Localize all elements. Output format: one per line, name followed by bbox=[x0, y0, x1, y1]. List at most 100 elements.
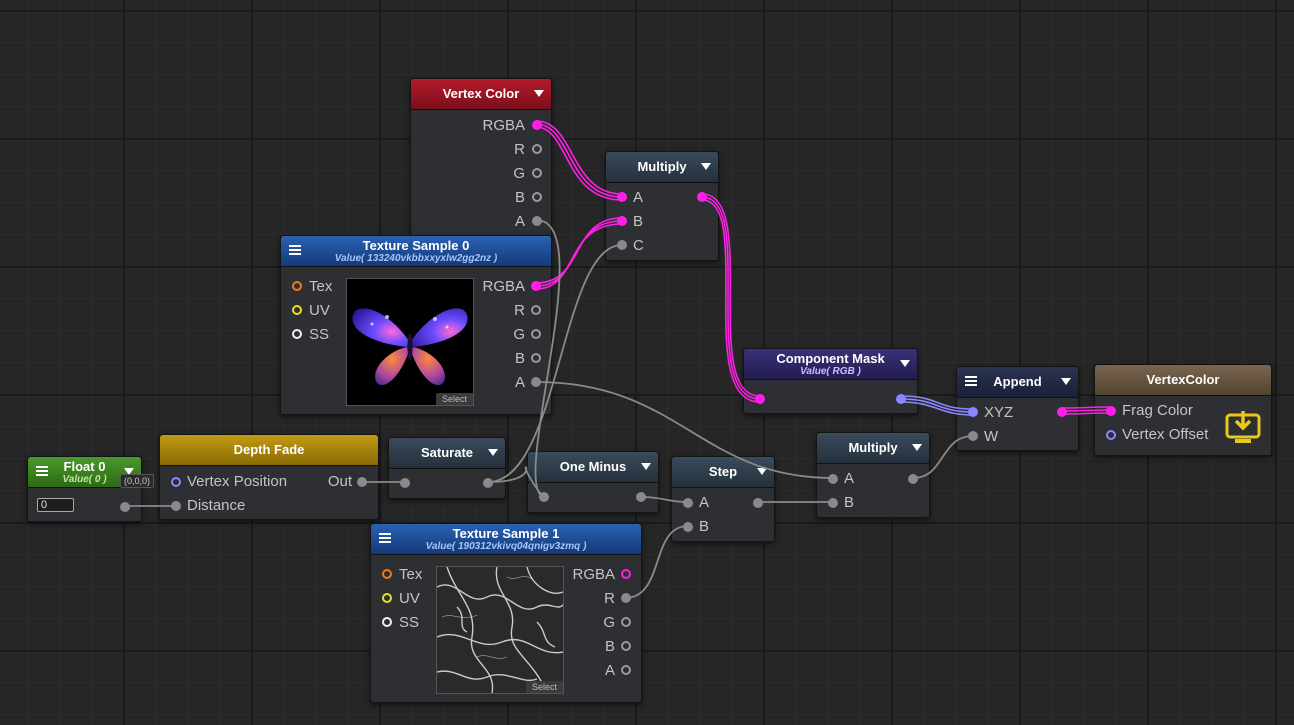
input-port-ss[interactable] bbox=[292, 329, 302, 339]
output-port-rgba[interactable] bbox=[621, 569, 631, 579]
port-label: RGBA bbox=[572, 566, 615, 583]
port-label: A bbox=[514, 213, 525, 230]
dropdown-arrow-icon[interactable] bbox=[912, 444, 922, 451]
input-port-xyz[interactable] bbox=[968, 407, 978, 417]
output-port[interactable] bbox=[483, 478, 493, 488]
output-port-a[interactable] bbox=[531, 377, 541, 387]
output-port[interactable] bbox=[697, 192, 707, 202]
output-port[interactable] bbox=[896, 394, 906, 404]
output-port-r[interactable] bbox=[532, 144, 542, 154]
dropdown-arrow-icon[interactable] bbox=[534, 90, 544, 97]
node-header[interactable]: Vertex Color bbox=[411, 79, 551, 110]
noise-texture-image bbox=[437, 567, 563, 693]
node-header[interactable]: One Minus bbox=[528, 452, 658, 483]
node-texture-sample-1[interactable]: Texture Sample 1 Value( 190312vkivq04qni… bbox=[370, 523, 642, 703]
dropdown-arrow-icon[interactable] bbox=[488, 449, 498, 456]
node-header[interactable]: Float 0 Value( 0 ) bbox=[28, 457, 141, 488]
output-port[interactable] bbox=[357, 477, 367, 487]
port-label: SS bbox=[309, 326, 330, 343]
input-port-a[interactable] bbox=[617, 192, 627, 202]
input-port-vertex-position[interactable] bbox=[171, 477, 181, 487]
select-texture-button[interactable]: Select bbox=[525, 681, 563, 693]
node-header[interactable]: Depth Fade bbox=[160, 435, 378, 466]
node-header[interactable]: Saturate bbox=[389, 438, 505, 469]
input-port-vertex-offset[interactable] bbox=[1106, 430, 1116, 440]
node-header[interactable]: Step bbox=[672, 457, 774, 488]
master-output-icon bbox=[1225, 411, 1261, 443]
output-port-a[interactable] bbox=[532, 216, 542, 226]
input-port-ss[interactable] bbox=[382, 617, 392, 627]
select-texture-button[interactable]: Select bbox=[435, 393, 473, 405]
node-append[interactable]: Append XYZ W bbox=[956, 366, 1079, 451]
texture-preview-butterfly[interactable]: Select bbox=[346, 278, 474, 406]
output-port-b[interactable] bbox=[621, 641, 631, 651]
input-port[interactable] bbox=[400, 478, 410, 488]
input-port-uv[interactable] bbox=[382, 593, 392, 603]
output-port[interactable] bbox=[1057, 407, 1067, 417]
input-port[interactable] bbox=[539, 492, 549, 502]
output-port-b[interactable] bbox=[531, 353, 541, 363]
node-vertex-color[interactable]: Vertex Color RGBA R G B A bbox=[410, 78, 552, 238]
texture-preview-noise[interactable]: Select bbox=[436, 566, 564, 694]
node-one-minus[interactable]: One Minus bbox=[527, 451, 659, 513]
output-port[interactable] bbox=[908, 474, 918, 484]
node-header[interactable]: VertexColor bbox=[1095, 365, 1271, 396]
output-port[interactable] bbox=[120, 502, 130, 512]
port-label: SS bbox=[399, 614, 420, 631]
output-port-r[interactable] bbox=[531, 305, 541, 315]
node-title: Texture Sample 1 bbox=[452, 525, 560, 541]
node-multiply[interactable]: Multiply A B C bbox=[605, 151, 719, 261]
node-header[interactable]: Texture Sample 1 Value( 190312vkivq04qni… bbox=[371, 524, 641, 555]
input-port-tex[interactable] bbox=[292, 281, 302, 291]
input-port-tex[interactable] bbox=[382, 569, 392, 579]
menu-icon[interactable] bbox=[289, 245, 301, 255]
node-component-mask[interactable]: Component Mask Value( RGB ) bbox=[743, 348, 918, 414]
node-multiply-2[interactable]: Multiply A B bbox=[816, 432, 930, 518]
output-port-g[interactable] bbox=[621, 617, 631, 627]
output-port-a[interactable] bbox=[621, 665, 631, 675]
input-port-b[interactable] bbox=[617, 216, 627, 226]
menu-icon[interactable] bbox=[379, 533, 391, 543]
menu-icon[interactable] bbox=[36, 466, 48, 476]
node-saturate[interactable]: Saturate bbox=[388, 437, 506, 499]
input-port-a[interactable] bbox=[828, 474, 838, 484]
node-header[interactable]: Multiply bbox=[817, 433, 929, 464]
node-texture-sample-0[interactable]: Texture Sample 0 Value( 133240vkbbxxyxlw… bbox=[280, 235, 552, 415]
dropdown-arrow-icon[interactable] bbox=[757, 468, 767, 475]
node-header[interactable]: Multiply bbox=[606, 152, 718, 183]
node-step[interactable]: Step A B bbox=[671, 456, 775, 542]
input-port-frag-color[interactable] bbox=[1106, 406, 1116, 416]
input-port-a[interactable] bbox=[683, 498, 693, 508]
node-float-0[interactable]: Float 0 Value( 0 ) 0 bbox=[27, 456, 142, 522]
menu-icon[interactable] bbox=[965, 376, 977, 386]
node-header[interactable]: Texture Sample 0 Value( 133240vkbbxxyxlw… bbox=[281, 236, 551, 267]
output-port[interactable] bbox=[636, 492, 646, 502]
port-label: W bbox=[984, 428, 999, 445]
output-port-rgba[interactable] bbox=[531, 281, 541, 291]
node-header[interactable]: Component Mask Value( RGB ) bbox=[744, 349, 917, 380]
port-label: B bbox=[604, 638, 615, 655]
port-label: R bbox=[604, 590, 615, 607]
input-port-w[interactable] bbox=[968, 431, 978, 441]
node-depth-fade[interactable]: Depth Fade Vertex Position Distance Out bbox=[159, 434, 379, 520]
dropdown-arrow-icon[interactable] bbox=[701, 163, 711, 170]
dropdown-arrow-icon[interactable] bbox=[900, 360, 910, 367]
output-port[interactable] bbox=[753, 498, 763, 508]
dropdown-arrow-icon[interactable] bbox=[1061, 378, 1071, 385]
output-port-g[interactable] bbox=[531, 329, 541, 339]
float-value-field[interactable]: 0 bbox=[37, 498, 74, 512]
node-header[interactable]: Append bbox=[957, 367, 1078, 398]
input-port-distance[interactable] bbox=[171, 501, 181, 511]
input-port-b[interactable] bbox=[683, 522, 693, 532]
input-port-uv[interactable] bbox=[292, 305, 302, 315]
output-port-g[interactable] bbox=[532, 168, 542, 178]
node-output-vertexcolor[interactable]: VertexColor Frag Color Vertex Offset bbox=[1094, 364, 1272, 456]
input-port[interactable] bbox=[755, 394, 765, 404]
input-port-c[interactable] bbox=[617, 240, 627, 250]
input-port-b[interactable] bbox=[828, 498, 838, 508]
output-port-rgba[interactable] bbox=[532, 120, 542, 130]
dropdown-arrow-icon[interactable] bbox=[641, 463, 651, 470]
output-port-b[interactable] bbox=[532, 192, 542, 202]
collapse-icon[interactable] bbox=[124, 468, 134, 475]
output-port-r[interactable] bbox=[621, 593, 631, 603]
